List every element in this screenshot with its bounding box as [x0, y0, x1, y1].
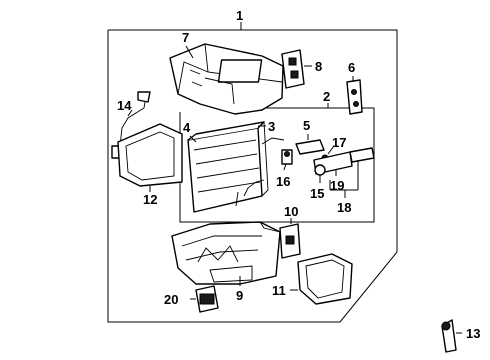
- callout-4: 4: [183, 120, 191, 135]
- callout-11: 11: [272, 283, 286, 298]
- callout-12: 12: [143, 192, 157, 207]
- cover-5: [295, 139, 325, 155]
- callout-5: 5: [303, 118, 310, 133]
- leader-17: [327, 145, 335, 155]
- expansion-valve: [313, 147, 375, 176]
- callout-7: 7: [182, 30, 189, 45]
- leader-14: [127, 109, 133, 117]
- clip-6: [346, 79, 363, 115]
- leader-4: [189, 135, 197, 143]
- subassembly-boundary: [179, 107, 375, 223]
- callout-20: 20: [164, 292, 178, 307]
- callout-17: 17: [332, 135, 346, 150]
- leader-16: [283, 163, 287, 171]
- upper-case: [169, 43, 284, 115]
- callout-3: 3: [268, 119, 275, 134]
- bracket-10: [279, 223, 301, 259]
- callout-9: 9: [236, 288, 243, 303]
- callout-6: 6: [348, 60, 355, 75]
- bracket-8: [281, 49, 305, 89]
- assembly-boundary: [107, 29, 398, 323]
- callout-19: 19: [330, 178, 344, 193]
- callout-2: 2: [323, 89, 330, 104]
- callout-18: 18: [337, 200, 351, 215]
- callout-14: 14: [117, 98, 132, 113]
- leader-7: [185, 45, 194, 59]
- callout-15: 15: [310, 186, 324, 201]
- evaporator-core: [187, 120, 285, 213]
- lower-case: [171, 221, 281, 285]
- resistor-20: [195, 285, 219, 313]
- callout-10: 10: [284, 204, 298, 219]
- callout-8: 8: [315, 59, 322, 74]
- hose-13: [441, 319, 457, 353]
- filter-11: [297, 253, 353, 305]
- callout-16: 16: [276, 174, 290, 189]
- bracket-16: [281, 149, 293, 165]
- callout-1: 1: [236, 8, 243, 23]
- filter-12: [117, 123, 183, 187]
- callout-13: 13: [466, 326, 480, 341]
